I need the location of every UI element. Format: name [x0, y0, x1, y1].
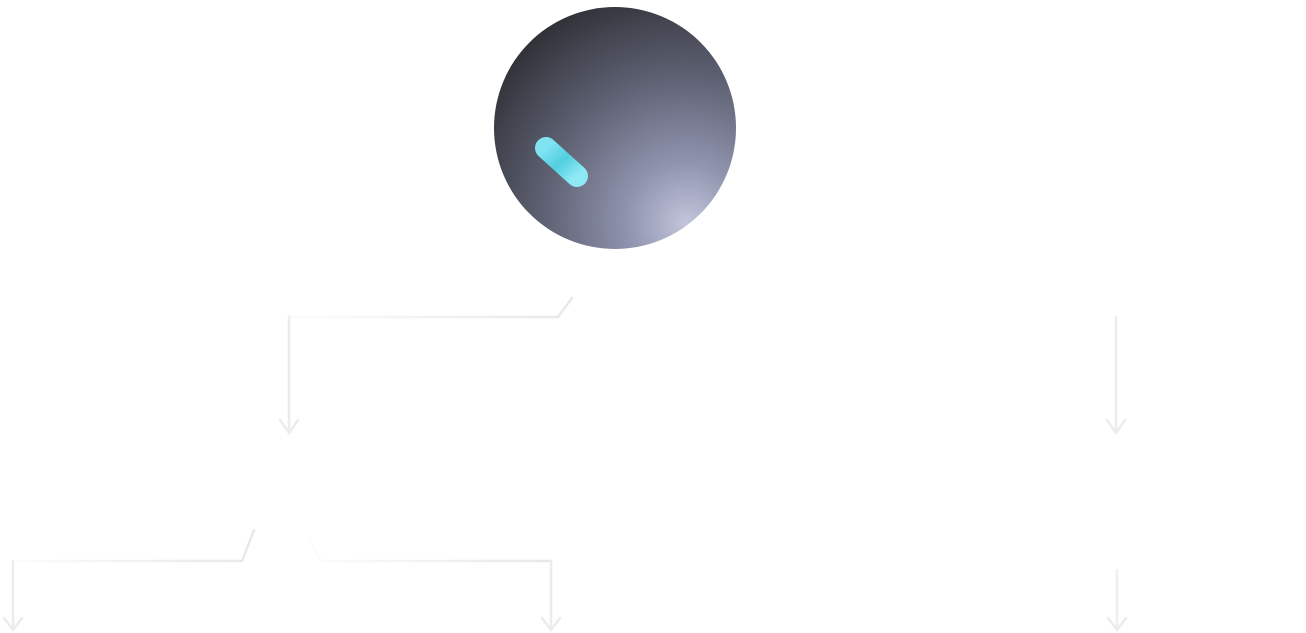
connector-left-left — [2, 528, 256, 632]
arrow-down-icon — [1105, 418, 1127, 435]
connector-right-down — [1106, 568, 1128, 632]
arrow-down-icon — [540, 616, 562, 632]
connector-root-left — [278, 296, 574, 435]
arrow-down-icon — [2, 616, 24, 632]
knob-sphere-icon[interactable] — [494, 7, 736, 249]
connector-root-right — [698, 315, 1127, 435]
connector-left-right — [308, 538, 562, 632]
knob-indicator-icon — [535, 137, 588, 187]
arrow-down-icon — [1106, 616, 1128, 632]
knob[interactable] — [494, 7, 736, 249]
arrow-down-icon — [278, 418, 300, 435]
